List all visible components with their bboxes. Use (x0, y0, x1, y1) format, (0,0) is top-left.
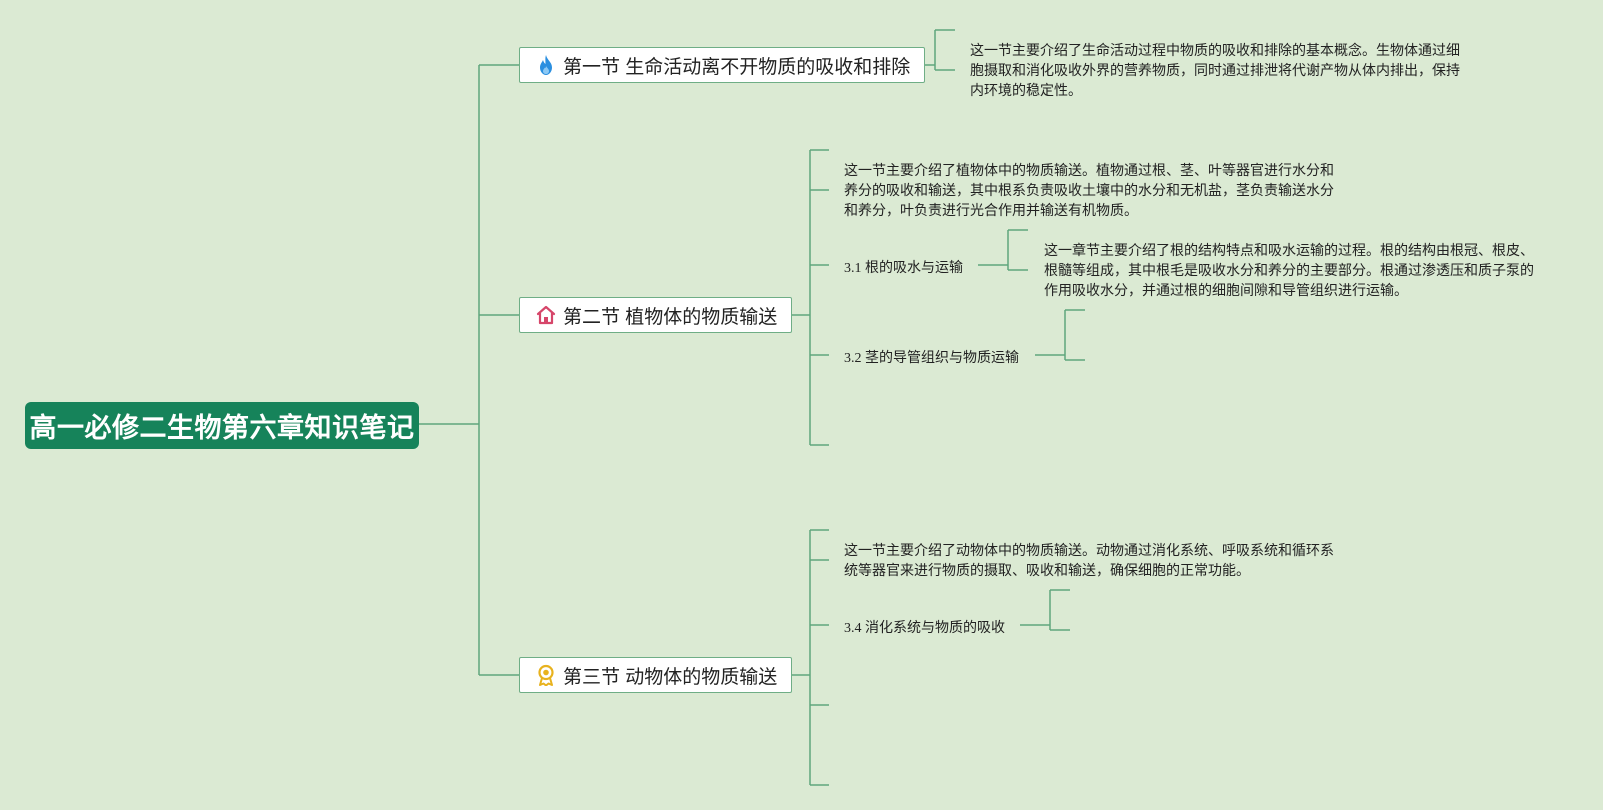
subtopic-3-1-note: 这一章节主要介绍了根的结构特点和吸水运输的过程。根的结构由根冠、根皮、根髓等组成… (1044, 242, 1534, 298)
award-icon (535, 664, 557, 686)
subtopic-3-4[interactable]: 3.4 消化系统与物质的吸收 (844, 621, 1005, 636)
subtopic-3-2[interactable]: 3.2 茎的导管组织与物质运输 (844, 351, 1019, 366)
section-3-title: 第三节 动物体的物质输送 (563, 666, 778, 688)
root-topic[interactable]: 高一必修二生物第六章知识笔记 (25, 402, 419, 449)
section-1-note: 这一节主要介绍了生命活动过程中物质的吸收和排除的基本概念。生物体通过细胞摄取和消… (970, 42, 1460, 98)
section-1-title: 第一节 生命活动离不开物质的吸收和排除 (563, 56, 911, 78)
section-1-topic[interactable]: 第一节 生命活动离不开物质的吸收和排除 (519, 47, 926, 83)
section-2-note: 这一节主要介绍了植物体中的物质输送。植物通过根、茎、叶等器官进行水分和养分的吸收… (844, 162, 1334, 218)
section-3-note: 这一节主要介绍了动物体中的物质输送。动物通过消化系统、呼吸系统和循环系统等器官来… (844, 542, 1334, 578)
section-2-topic[interactable]: 第二节 植物体的物质输送 (519, 297, 793, 333)
house-icon (535, 304, 557, 326)
section-2-title: 第二节 植物体的物质输送 (563, 306, 778, 328)
root-title: 高一必修二生物第六章知识笔记 (29, 413, 415, 443)
fire-icon (535, 54, 557, 76)
section-3-topic[interactable]: 第三节 动物体的物质输送 (519, 657, 793, 693)
subtopic-3-1[interactable]: 3.1 根的吸水与运输 (844, 261, 963, 276)
